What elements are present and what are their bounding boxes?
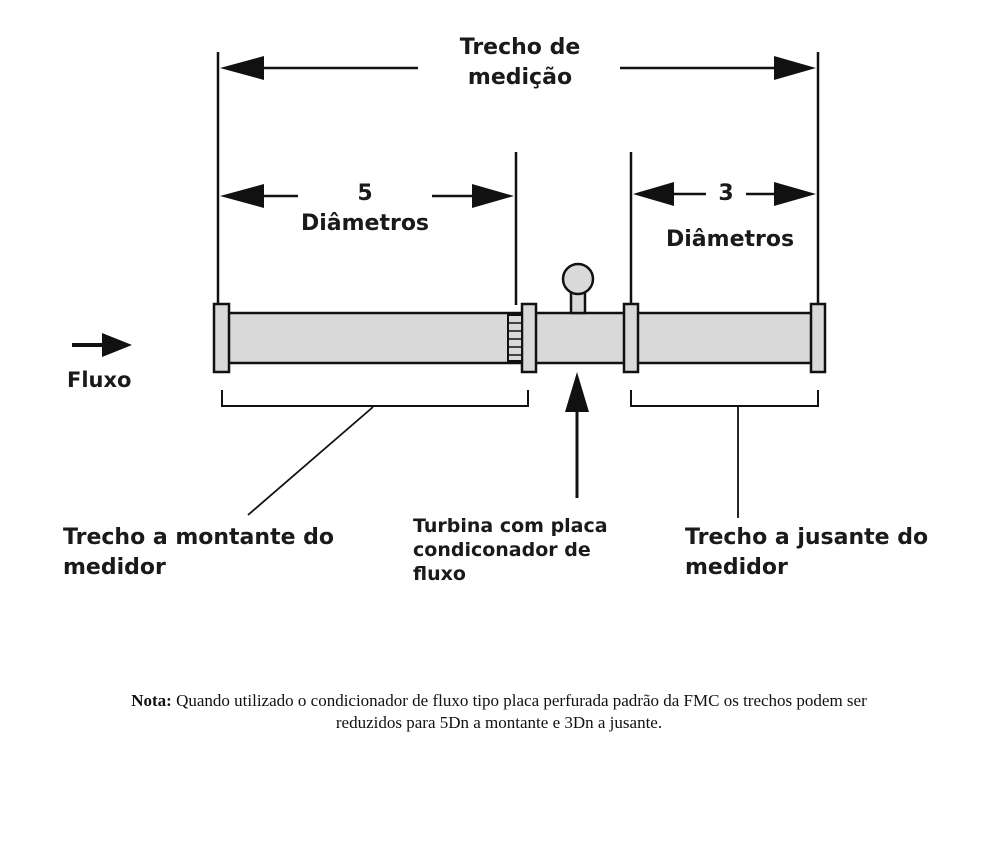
note: Nota: Quando utilizado o condicionador d… [0,690,998,734]
upstream-diameters-label: 5 Diâmetros [290,179,440,239]
upstream-leader-line [247,406,374,516]
downstream-diameters-word: Diâmetros [666,227,795,252]
pipe [212,262,827,374]
downstream-pipe-section [635,311,815,365]
flange-outlet [809,302,827,374]
upstream-diameters-word: Diâmetros [300,211,430,236]
measurement-section-label: Trecho de medição [459,35,581,90]
downstream-diameters-number: 3 [718,181,734,206]
flow-label: Fluxo [67,368,132,392]
upstream-diameters-dimension [220,184,514,208]
upstream-pipe-section [226,311,525,365]
downstream-diameters-dimension [633,182,816,206]
flange-turbine-inlet [520,302,538,374]
flow-arrow [72,333,132,357]
flow-conditioner-plate [507,314,523,362]
note-line-1: Nota: Quando utilizado o condicionador d… [131,691,867,710]
note-prefix: Nota: [131,691,172,710]
downstream-section-label: Trecho a jusante do medidor [685,525,929,580]
flange-inlet [212,302,231,374]
upstream-section-label: Trecho a montante do medidor [63,525,335,580]
upstream-bracket [221,390,529,407]
downstream-bracket [630,390,819,407]
turbine-label: Turbina com placa condiconador de fluxo [413,515,608,585]
measurement-section-dimension [220,56,816,80]
turbine-body [533,311,627,365]
turbine-pointer-arrow [565,372,589,498]
note-line-2: reduzidos para 5Dn a montante e 3Dn a ju… [335,713,663,732]
upstream-diameters-number: 5 [357,181,373,206]
turbine-register-head [561,262,595,315]
flange-turbine-outlet [622,302,640,374]
